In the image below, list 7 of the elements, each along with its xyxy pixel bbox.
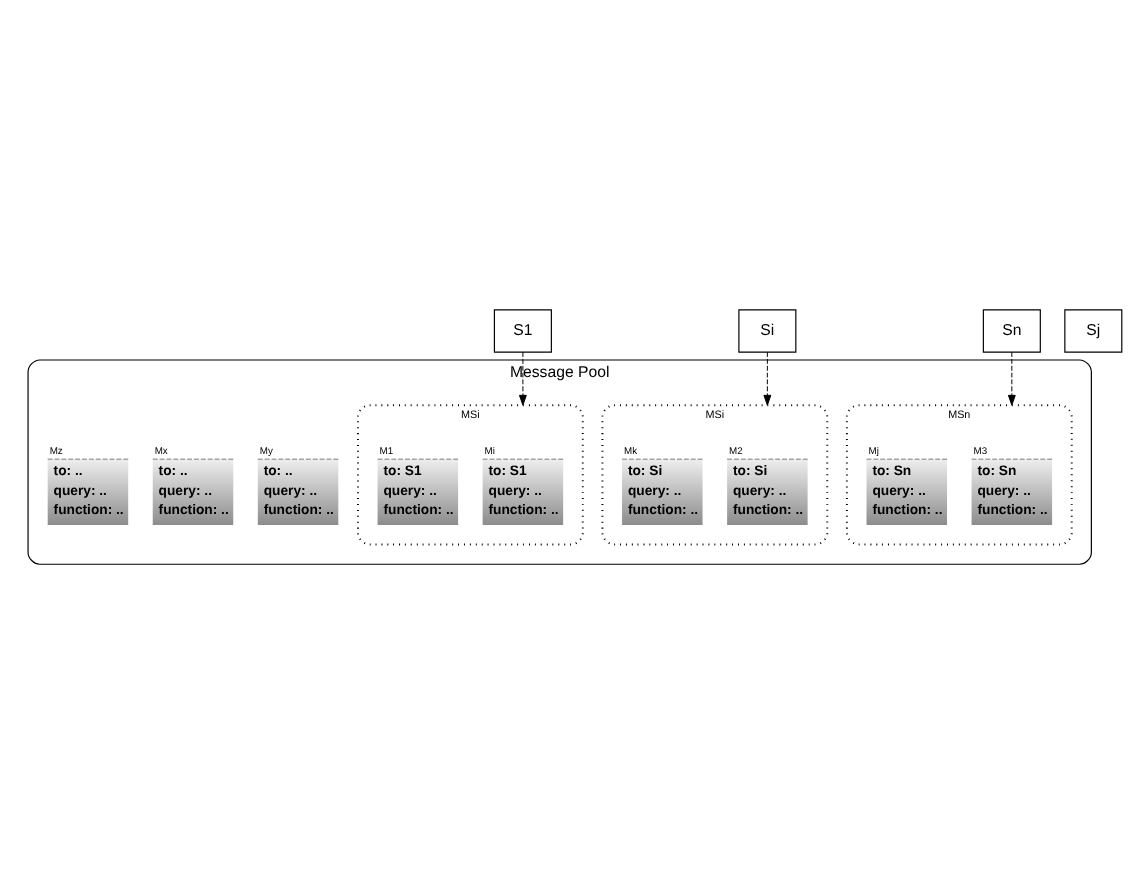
- node-box: Si: [738, 308, 797, 352]
- node-box: Sn: [982, 308, 1041, 352]
- node-box: Sj: [1064, 308, 1123, 352]
- arrow: [1007, 350, 1016, 405]
- arrow: [763, 350, 772, 405]
- arrow: [518, 350, 527, 405]
- node-box: S1: [493, 308, 552, 352]
